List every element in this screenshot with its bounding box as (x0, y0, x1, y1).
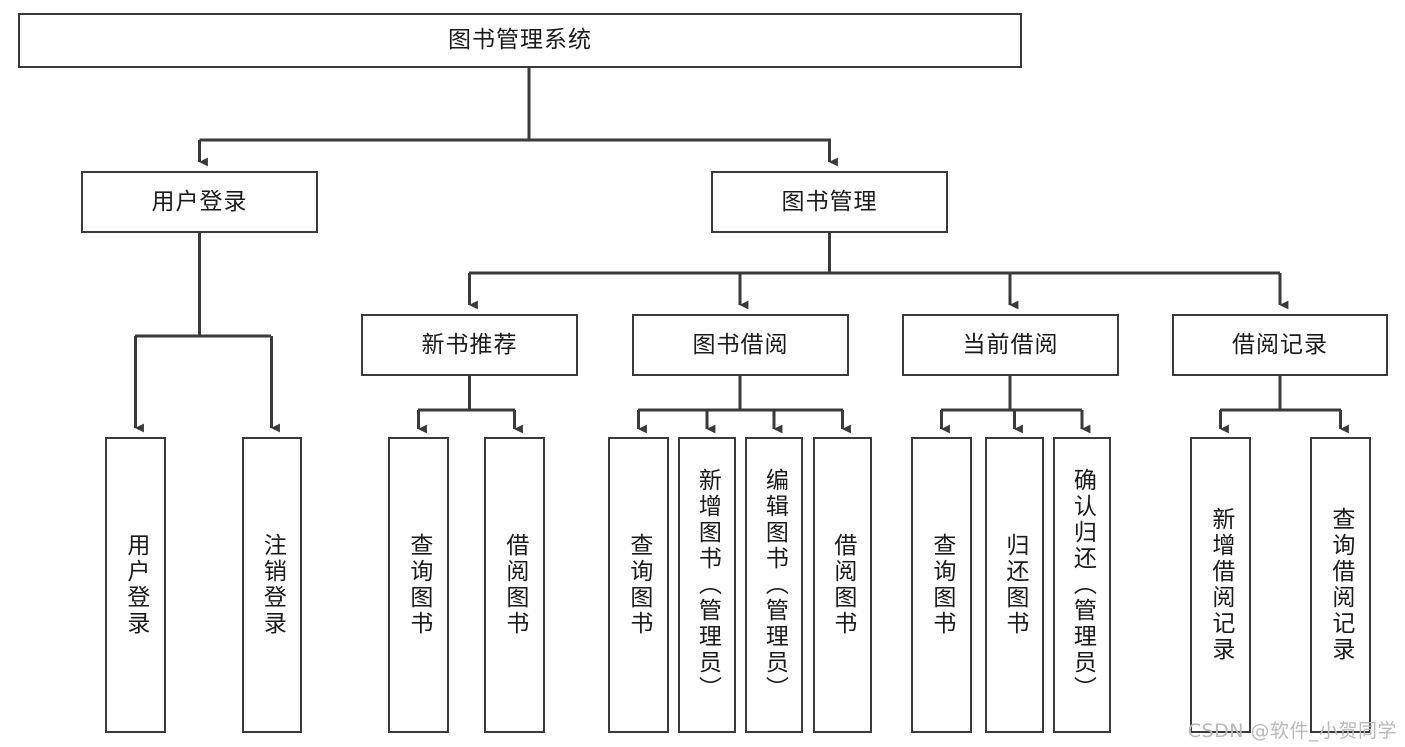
leaf-user-login[interactable]: 用户登录 (105, 437, 166, 733)
leaf-add-borrow-record[interactable]: 新增借阅记录 (1190, 437, 1251, 733)
leaf-query-borrow-record[interactable]: 查询借阅记录 (1310, 437, 1371, 733)
node-label: 查询图书 (405, 533, 432, 637)
node-user-login[interactable]: 用户登录 (81, 171, 318, 233)
node-label: 查询借阅记录 (1327, 507, 1354, 663)
node-book-management[interactable]: 图书管理 (711, 171, 948, 233)
leaf-borrow-book-recommend[interactable]: 借阅图书 (484, 437, 545, 733)
leaf-logout[interactable]: 注销登录 (242, 437, 302, 733)
node-label: 新增借阅记录 (1207, 507, 1234, 663)
leaf-query-book-current[interactable]: 查询图书 (911, 437, 972, 733)
node-label: 用户登录 (151, 188, 248, 215)
watermark-text: CSDN @软件_小贺同学 (1187, 720, 1397, 742)
node-borrow-record[interactable]: 借阅记录 (1172, 314, 1388, 376)
leaf-return-book[interactable]: 归还图书 (985, 437, 1044, 733)
node-root[interactable]: 图书管理系统 (18, 13, 1022, 68)
node-label: 借阅图书 (501, 533, 528, 637)
node-label: 新增图书（管理员） (694, 468, 721, 702)
leaf-confirm-return-admin[interactable]: 确认归还（管理员） (1053, 437, 1111, 733)
node-label: 借阅记录 (1232, 331, 1328, 358)
node-label: 借阅图书 (829, 533, 856, 637)
node-label: 当前借阅 (962, 331, 1059, 358)
node-label: 新书推荐 (421, 331, 518, 358)
node-label: 查询图书 (928, 533, 955, 637)
leaf-add-book-admin[interactable]: 新增图书（管理员） (678, 437, 736, 733)
node-label: 查询图书 (625, 533, 652, 637)
node-label: 图书管理 (781, 188, 878, 215)
node-label: 编辑图书（管理员） (761, 468, 788, 702)
leaf-query-book-borrow[interactable]: 查询图书 (608, 437, 669, 733)
leaf-query-book-recommend[interactable]: 查询图书 (388, 437, 449, 733)
node-label: 用户登录 (122, 533, 149, 637)
node-label: 图书借阅 (692, 331, 789, 358)
leaf-edit-book-admin[interactable]: 编辑图书（管理员） (745, 437, 803, 733)
node-current-borrow[interactable]: 当前借阅 (902, 314, 1119, 376)
node-new-book-recommend[interactable]: 新书推荐 (361, 314, 578, 376)
node-label: 图书管理系统 (448, 27, 592, 54)
leaf-borrow-book[interactable]: 借阅图书 (813, 437, 872, 733)
node-label: 确认归还（管理员） (1069, 468, 1096, 702)
node-label: 归还图书 (1001, 533, 1028, 637)
node-book-borrow[interactable]: 图书借阅 (632, 314, 849, 376)
node-label: 注销登录 (259, 533, 286, 637)
